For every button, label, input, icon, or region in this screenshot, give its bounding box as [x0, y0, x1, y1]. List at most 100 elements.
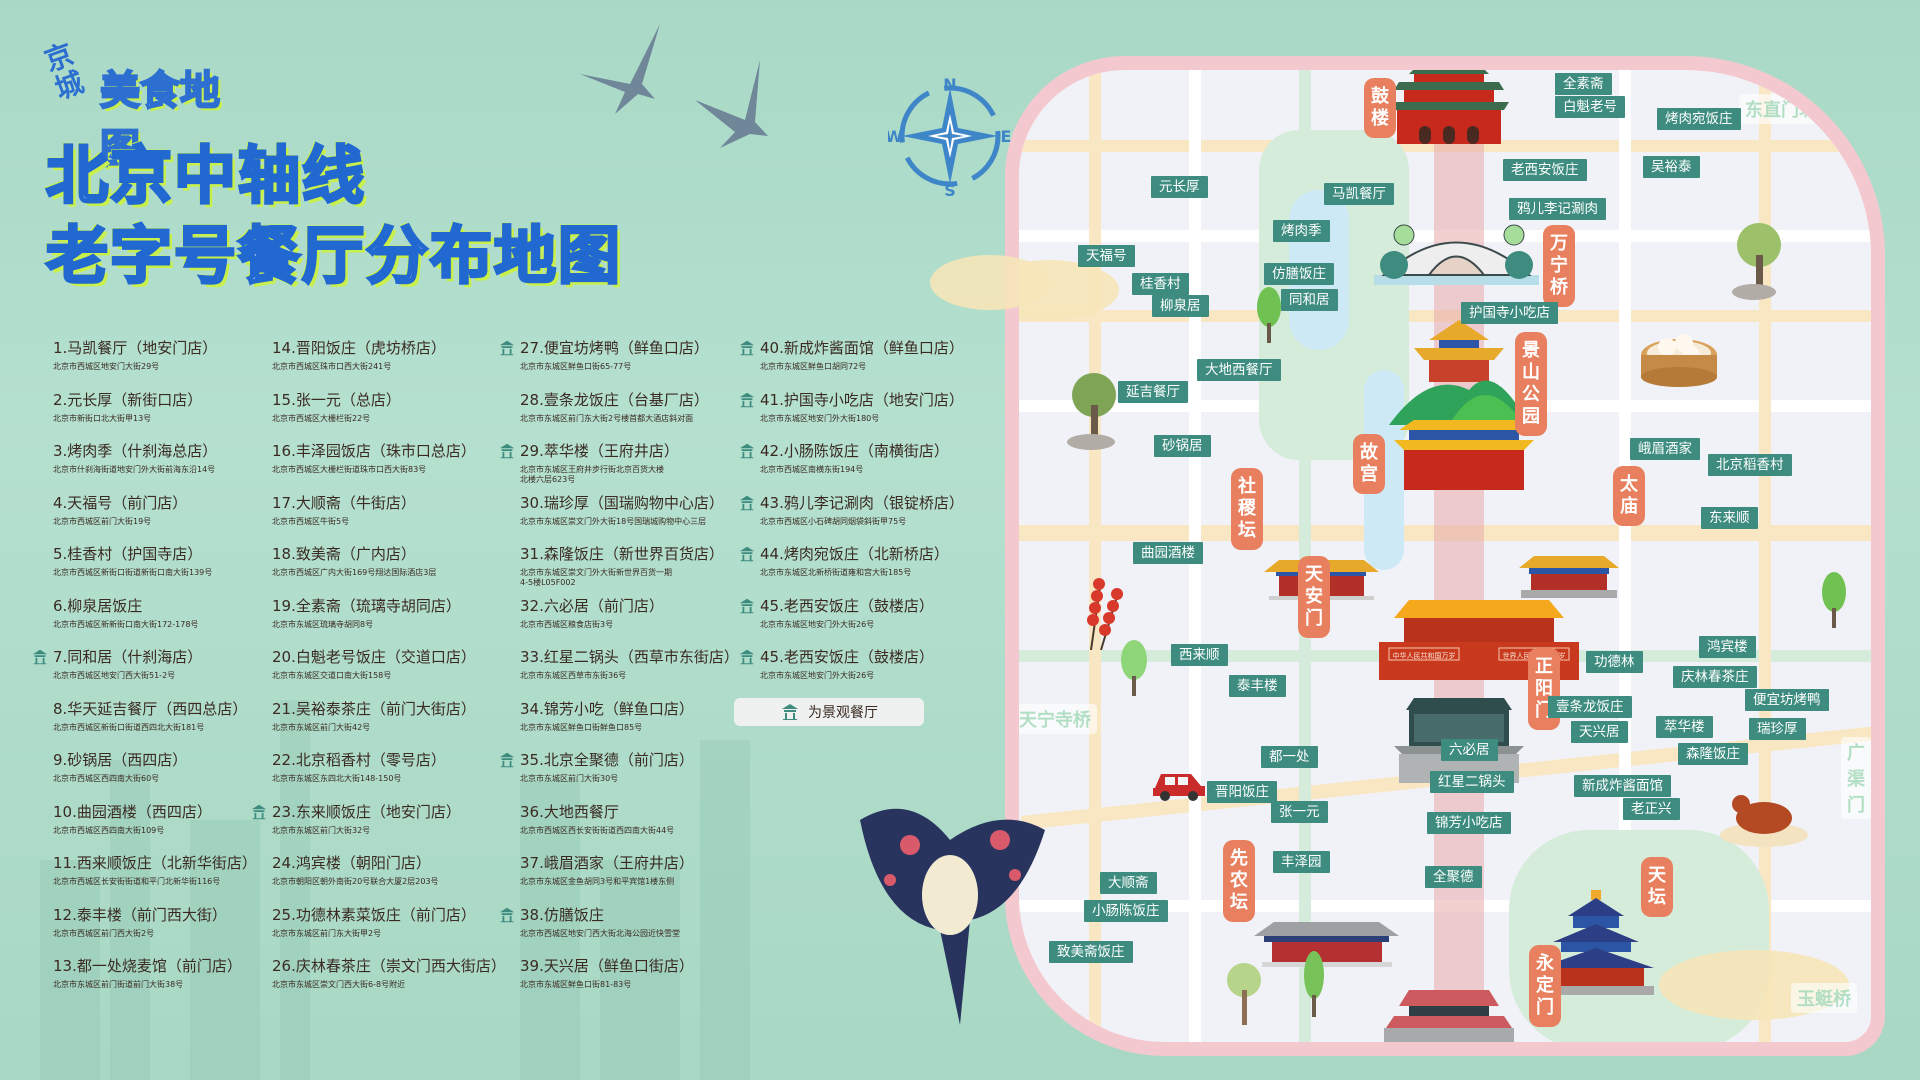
restaurant-list-item: 19.全素斋（琉璃寺胡同店）北京市东城区琉璃寺胡同8号 — [272, 596, 512, 648]
map-restaurant-pin[interactable]: 仿膳饭庄 — [1264, 263, 1334, 285]
wanning-bridge-illustration — [1374, 224, 1539, 285]
map-restaurant-pin[interactable]: 曲园酒楼 — [1133, 542, 1203, 564]
map-restaurant-pin[interactable]: 峨眉酒家 — [1630, 438, 1700, 460]
swallow-illustration — [695, 60, 768, 148]
restaurant-list-item: 25.功德林素菜饭庄（前门店）北京市东城区前门东大街甲2号 — [272, 905, 512, 957]
map-restaurant-pin[interactable]: 鸿宾楼 — [1699, 636, 1756, 658]
map-restaurant-pin[interactable]: 同和居 — [1281, 289, 1338, 311]
restaurant-name: 45.老西安饭庄（鼓楼店） — [760, 596, 934, 615]
map-restaurant-pin[interactable]: 壹条龙饭庄 — [1548, 696, 1632, 718]
restaurant-name: 23.东来顺饭庄（地安门店） — [272, 802, 461, 821]
roast-duck-illustration — [1720, 795, 1808, 847]
map-restaurant-pin[interactable]: 小肠陈饭庄 — [1084, 900, 1168, 922]
pavilion-icon — [739, 495, 755, 510]
map-restaurant-pin[interactable]: 护国寺小吃店 — [1461, 302, 1558, 324]
restaurant-address: 北京市西城区新街口街道新街口南大街139号 — [53, 568, 213, 577]
restaurant-list-item: 17.大顺斋（牛街店）北京市西城区牛街5号 — [272, 493, 512, 545]
restaurant-list-item: 41.护国寺小吃店（地安门店）北京市东城区地安门外大街180号 — [739, 390, 1000, 442]
restaurant-address: 北京市东城区前门街道前门大街38号 — [53, 980, 184, 989]
pavilion-icon — [499, 340, 515, 356]
restaurant-name: 14.晋阳饭庄（虎坊桥店） — [272, 339, 446, 357]
map-restaurant-pin[interactable]: 大地西餐厅 — [1197, 359, 1281, 381]
map-restaurant-pin[interactable]: 白魁老号 — [1555, 96, 1625, 118]
map-restaurant-pin[interactable]: 天兴居 — [1571, 721, 1628, 743]
map-restaurant-pin[interactable]: 森隆饭庄 — [1678, 743, 1748, 765]
map-restaurant-pin[interactable]: 便宜坊烤鸭 — [1745, 689, 1829, 711]
restaurant-list-item: 11.西来顺饭庄（北新华街店）北京市西城区长安街街道和平门北新华街116号 — [53, 853, 293, 905]
map-restaurant-pin[interactable]: 鸦儿李记涮肉 — [1509, 198, 1606, 220]
map-restaurant-pin[interactable]: 新成炸酱面馆 — [1574, 775, 1671, 797]
scenic-legend-label: 为景观餐厅 — [808, 705, 878, 721]
pavilion-icon — [782, 704, 798, 720]
map-restaurant-pin[interactable]: 功德林 — [1586, 651, 1643, 673]
map-restaurant-pin[interactable]: 北京稻香村 — [1708, 454, 1792, 476]
map-restaurant-pin[interactable]: 桂香村 — [1132, 273, 1189, 295]
map-restaurant-pin[interactable]: 砂锅居 — [1154, 435, 1211, 457]
map-restaurant-pin[interactable]: 烤肉季 — [1273, 220, 1330, 242]
restaurant-list-item: 43.鸦儿李记涮肉（银锭桥店）北京市西城区小石碑胡同烟袋斜街甲75号 — [739, 493, 1000, 545]
map-restaurant-pin[interactable]: 锦芳小吃店 — [1427, 812, 1511, 834]
map-restaurant-pin[interactable]: 老正兴 — [1623, 798, 1680, 820]
map-restaurant-pin[interactable]: 庆林春茶庄 — [1673, 666, 1757, 688]
restaurant-address: 北京市东城区王府井步行街北京百货大楼 — [520, 465, 664, 474]
restaurant-list-item: 34.锦芳小吃（鲜鱼口店）北京市东城区鲜鱼口街鲜鱼口85号 — [520, 699, 760, 751]
map-restaurant-pin[interactable]: 全素斋 — [1555, 73, 1612, 95]
restaurant-address: 北京市东城区地安门外大街26号 — [760, 619, 875, 629]
restaurant-name: 32.六必居（前门店） — [520, 596, 664, 615]
restaurant-list-item: 4.天福号（前门店）北京市西城区前门大街19号 — [53, 493, 293, 545]
map-place-name: 东直门北桥 — [1739, 94, 1841, 124]
restaurant-list-item: 18.致美斋（广内店）北京市西城区广内大街169号翔达国际酒店3层 — [272, 544, 512, 596]
restaurant-address: 北京市西城区新新街口南大街172-178号 — [53, 619, 199, 629]
map-restaurant-pin[interactable]: 泰丰楼 — [1229, 675, 1286, 697]
map-restaurant-pin[interactable]: 丰泽园 — [1273, 851, 1330, 873]
baozi-steamer-illustration — [1641, 334, 1717, 387]
map-restaurant-pin[interactable]: 烤肉宛饭庄 — [1657, 108, 1741, 130]
map-restaurant-pin[interactable]: 都一处 — [1261, 746, 1318, 768]
restaurant-name: 9.砂锅居（西四店） — [53, 751, 188, 769]
restaurant-name: 12.泰丰楼（前门西大街） — [53, 905, 227, 924]
map-restaurant-pin[interactable]: 瑞珍厚 — [1749, 718, 1806, 740]
map-restaurant-pin[interactable]: 马凯餐厅 — [1324, 183, 1394, 205]
restaurant-list-item: 21.吴裕泰茶庄（前门大街店）北京市东城区前门大街42号 — [272, 699, 512, 751]
pavilion-icon — [739, 392, 755, 407]
map-restaurant-pin[interactable]: 全聚德 — [1425, 866, 1482, 888]
map-restaurant-pin[interactable]: 致美斋饭庄 — [1049, 941, 1133, 963]
map-restaurant-pin[interactable]: 六必居 — [1441, 739, 1498, 761]
map-restaurant-pin[interactable]: 红星二锅头 — [1430, 771, 1514, 793]
swallow-kite-illustration — [860, 808, 1045, 1025]
map-restaurant-pin[interactable]: 天福号 — [1078, 245, 1135, 267]
map-restaurant-pin[interactable]: 元长厚 — [1151, 176, 1208, 198]
restaurant-address: 北京市东城区鲜鱼口胡同72号 — [760, 362, 867, 371]
tree-illustration — [1227, 963, 1261, 1025]
restaurant-address: 北京市西城区地安门西大街51-2号 — [53, 671, 176, 680]
map-restaurant-pin[interactable]: 西来顺 — [1171, 644, 1228, 666]
restaurant-address: 北京市东城区前门大街32号 — [272, 825, 371, 835]
landmark-label-tiananmen: 天 安 门 — [1298, 556, 1330, 638]
restaurant-name: 21.吴裕泰茶庄（前门大街店） — [272, 699, 476, 718]
map-restaurant-pin[interactable]: 大顺斋 — [1100, 872, 1157, 894]
restaurant-list-item: 44.烤肉宛饭庄（北新桥店）北京市东城区北新桥街道雍和宫大街185号 — [739, 544, 1000, 596]
restaurant-address: 北京市西城区大栅栏街道珠市口西大街83号 — [272, 465, 427, 474]
restaurant-name: 25.功德林素菜饭庄（前门店） — [272, 905, 476, 924]
map-restaurant-pin[interactable]: 张一元 — [1271, 801, 1328, 823]
axis-map: 中华人民共和国万岁 世界人民大团结万岁 — [1005, 56, 1885, 1056]
restaurant-address: 北京市东城区崇文门西大街6-8号附近 — [272, 980, 406, 989]
restaurant-address: 北京市西城区西四南大街60号 — [53, 774, 160, 783]
restaurant-address: 北京市东城区交道口南大街158号 — [272, 671, 392, 680]
map-restaurant-pin[interactable]: 晋阳饭庄 — [1207, 781, 1277, 803]
restaurant-name: 8.华天延吉餐厅（西四总店） — [53, 699, 248, 718]
map-restaurant-pin[interactable]: 东来顺 — [1701, 507, 1758, 529]
restaurant-name: 27.便宜坊烤鸭（鲜鱼口店） — [520, 339, 709, 357]
map-restaurant-pin[interactable]: 延吉餐厅 — [1118, 381, 1188, 403]
map-restaurant-pin[interactable]: 老西安饭庄 — [1503, 159, 1587, 181]
restaurant-name: 16.丰泽园饭店（珠市口总店） — [272, 442, 476, 460]
restaurant-name: 6.柳泉居饭庄 — [53, 596, 143, 615]
map-restaurant-pin[interactable]: 吴裕泰 — [1643, 156, 1700, 178]
restaurant-name: 26.庆林春茶庄（崇文门西大街店） — [272, 957, 506, 975]
restaurant-list-item: 20.白魁老号饭庄（交道口店）北京市东城区交道口南大街158号 — [272, 647, 512, 699]
restaurant-name: 7.同和居（什刹海店） — [53, 648, 203, 666]
map-restaurant-pin[interactable]: 萃华楼 — [1656, 716, 1713, 738]
map-restaurant-pin[interactable]: 柳泉居 — [1152, 295, 1209, 317]
